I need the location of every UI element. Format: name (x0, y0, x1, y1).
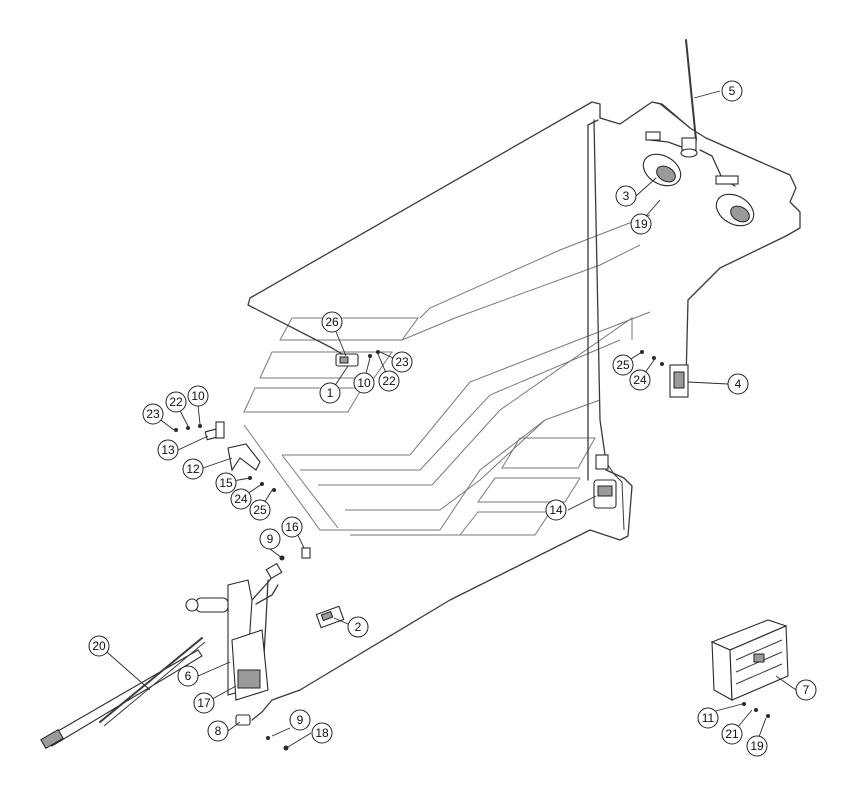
svg-text:24: 24 (633, 373, 647, 387)
callout-7: 7 (795, 679, 817, 701)
leader-lines (99, 90, 797, 748)
svg-text:25: 25 (616, 358, 630, 372)
callout-16: 16 (281, 516, 303, 538)
svg-text:23: 23 (395, 355, 409, 369)
svg-text:23: 23 (146, 407, 160, 421)
callout-23-right: 23 (391, 351, 413, 373)
callout-9-upper: 9 (259, 528, 281, 550)
callout-15: 15 (215, 472, 237, 494)
svg-text:16: 16 (285, 520, 299, 534)
svg-text:4: 4 (735, 377, 742, 391)
wiper-motor (185, 555, 289, 751)
callout-23-left: 23 (142, 403, 164, 425)
svg-text:22: 22 (169, 395, 183, 409)
relay (315, 605, 345, 629)
svg-text:9: 9 (267, 532, 274, 546)
callout-18: 18 (311, 722, 333, 744)
svg-text:10: 10 (357, 376, 371, 390)
antenna (680, 39, 698, 158)
nozzle-bracket (174, 421, 311, 559)
callout-9-lower: 9 (289, 709, 311, 731)
callout-5: 5 (721, 80, 743, 102)
svg-text:26: 26 (325, 315, 339, 329)
svg-text:24: 24 (234, 492, 248, 506)
svg-text:19: 19 (750, 739, 764, 753)
callout-22-left: 22 (165, 391, 187, 413)
callout-1: 1 (319, 382, 341, 404)
svg-text:10: 10 (191, 389, 205, 403)
svg-text:18: 18 (315, 726, 329, 740)
svg-text:21: 21 (725, 727, 739, 741)
svg-text:15: 15 (219, 476, 233, 490)
svg-text:8: 8 (215, 724, 222, 738)
svg-text:6: 6 (185, 669, 192, 683)
svg-text:3: 3 (623, 189, 630, 203)
svg-text:20: 20 (92, 639, 106, 653)
callout-22-right: 22 (378, 370, 400, 392)
svg-text:5: 5 (729, 84, 736, 98)
callout-25-left: 25 (249, 499, 271, 521)
svg-text:11: 11 (702, 711, 715, 725)
interior-lamp (335, 350, 380, 367)
callout-25-right: 25 (612, 354, 634, 376)
callout-24-right: 24 (629, 369, 651, 391)
glass-outlines (243, 214, 651, 536)
radio-unit (710, 619, 789, 718)
svg-text:1: 1 (327, 386, 334, 400)
svg-text:7: 7 (803, 683, 810, 697)
callout-19-upper: 19 (630, 213, 652, 235)
callout-2: 2 (347, 616, 369, 638)
svg-text:22: 22 (382, 374, 396, 388)
callout-19-lower: 19 (746, 735, 768, 757)
svg-text:9: 9 (297, 713, 304, 727)
connector-block (593, 454, 617, 509)
callout-12: 12 (182, 458, 204, 480)
callout-10-right: 10 (353, 372, 375, 394)
wiper-arm-blade (40, 637, 206, 750)
callout-11: 11 (697, 707, 719, 729)
svg-text:25: 25 (253, 503, 267, 517)
callout-13: 13 (157, 439, 179, 461)
svg-text:19: 19 (634, 217, 648, 231)
callout-20: 20 (88, 635, 110, 657)
callout-26: 26 (321, 311, 343, 333)
callout-3: 3 (615, 185, 637, 207)
speaker-right (715, 175, 755, 227)
callout-17: 17 (193, 692, 215, 714)
svg-text:2: 2 (355, 620, 362, 634)
callout-4: 4 (727, 373, 749, 395)
callout-14: 14 (545, 499, 567, 521)
svg-text:17: 17 (197, 696, 211, 710)
callouts: 1 2 3 4 5 6 7 8 9 9 10 10 11 12 13 14 15… (88, 80, 817, 757)
callout-8: 8 (207, 720, 229, 742)
svg-text:13: 13 (161, 443, 175, 457)
svg-text:12: 12 (186, 462, 200, 476)
callout-6: 6 (177, 665, 199, 687)
switch (640, 350, 689, 398)
callout-10-left: 10 (187, 385, 209, 407)
speaker-left (642, 131, 682, 187)
callout-21: 21 (721, 723, 743, 745)
callout-24-left: 24 (230, 488, 252, 510)
wiring-harness (247, 101, 801, 721)
svg-text:14: 14 (549, 503, 563, 517)
